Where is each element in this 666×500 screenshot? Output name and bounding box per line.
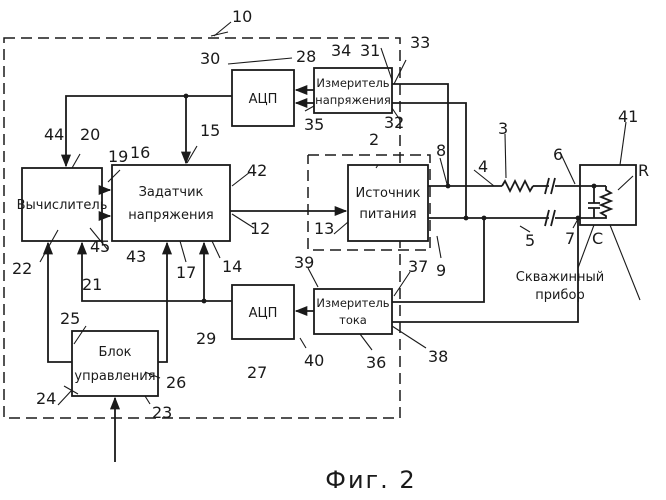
voltage-meter-label-2: напряжения	[315, 93, 391, 107]
ref-42: 42	[247, 161, 267, 180]
ref-4: 4	[478, 157, 488, 176]
ref-25: 25	[60, 309, 80, 328]
ref-40: 40	[304, 351, 324, 370]
ref-38: 38	[428, 347, 448, 366]
ref-39: 39	[294, 253, 314, 272]
ref-14: 14	[222, 257, 242, 276]
ref-21: 21	[82, 275, 102, 294]
downhole-tool-label-2: прибор	[535, 288, 584, 303]
calculator-block: Вычислитель	[17, 168, 108, 241]
adc-bottom-block: АЦП	[232, 285, 294, 339]
adc-top-label: АЦП	[249, 92, 278, 107]
ref-22: 22	[12, 259, 32, 278]
ref-23: 23	[152, 403, 172, 422]
ref-20: 20	[80, 125, 100, 144]
voltage-setter-label-2: напряжения	[128, 208, 214, 223]
ref-5: 5	[525, 231, 535, 250]
power-source-block: Источник питания	[348, 165, 428, 241]
voltage-setter-block: Задатчик напряжения	[112, 165, 230, 241]
ref-16: 16	[130, 143, 150, 162]
ref-10: 10	[232, 7, 252, 26]
ref-24: 24	[36, 389, 56, 408]
ref-12: 12	[250, 219, 270, 238]
control-unit-block: Блок управления	[72, 331, 158, 396]
ref-R: R	[638, 161, 649, 180]
adc-top-block: АЦП	[232, 70, 294, 126]
ref-26: 26	[166, 373, 186, 392]
ref-36: 36	[366, 353, 386, 372]
ref-35: 35	[304, 115, 324, 134]
current-meter-label-1: Измеритель	[316, 296, 389, 310]
voltage-meter-label-1: Измеритель	[316, 76, 389, 90]
downhole-tool-label: Скважинный прибор	[516, 270, 604, 303]
downhole-tool-label-1: Скважинный	[516, 270, 604, 285]
ref-13: 13	[314, 219, 334, 238]
ref-37: 37	[408, 257, 428, 276]
ref-29: 29	[196, 329, 216, 348]
adc-bottom-label: АЦП	[249, 306, 278, 321]
ref-17: 17	[176, 263, 196, 282]
ref-19: 19	[108, 147, 128, 166]
ref-44: 44	[44, 125, 64, 144]
ref-34: 34	[331, 41, 351, 60]
power-source-label-1: Источник	[356, 186, 421, 201]
ref-3: 3	[498, 119, 508, 138]
ref-41: 41	[618, 107, 638, 126]
ref-C: C	[592, 229, 603, 248]
ref-31: 31	[360, 41, 380, 60]
current-meter-block: Измеритель тока	[314, 289, 392, 334]
ref-27: 27	[247, 363, 267, 382]
ref-6: 6	[553, 145, 563, 164]
calculator-label: Вычислитель	[17, 198, 108, 213]
control-unit-label-2: управления	[74, 369, 155, 384]
ref-43: 43	[126, 247, 146, 266]
figure-caption: Фиг. 2	[325, 466, 416, 494]
current-meter-label-2: тока	[339, 313, 367, 327]
ref-2: 2	[369, 130, 379, 149]
ref-32: 32	[384, 113, 404, 132]
ref-30: 30	[200, 49, 220, 68]
ref-33: 33	[410, 33, 430, 52]
power-source-label-2: питания	[359, 207, 416, 222]
ref-7: 7	[565, 229, 575, 248]
ref-8: 8	[436, 141, 446, 160]
voltage-setter-label-1: Задатчик	[139, 185, 204, 200]
ref-15: 15	[200, 121, 220, 140]
ref-45: 45	[90, 237, 110, 256]
voltage-meter-block: Измеритель напряжения	[314, 68, 392, 113]
control-unit-label-1: Блок	[98, 345, 131, 360]
ref-28: 28	[296, 47, 316, 66]
ref-9: 9	[436, 261, 446, 280]
